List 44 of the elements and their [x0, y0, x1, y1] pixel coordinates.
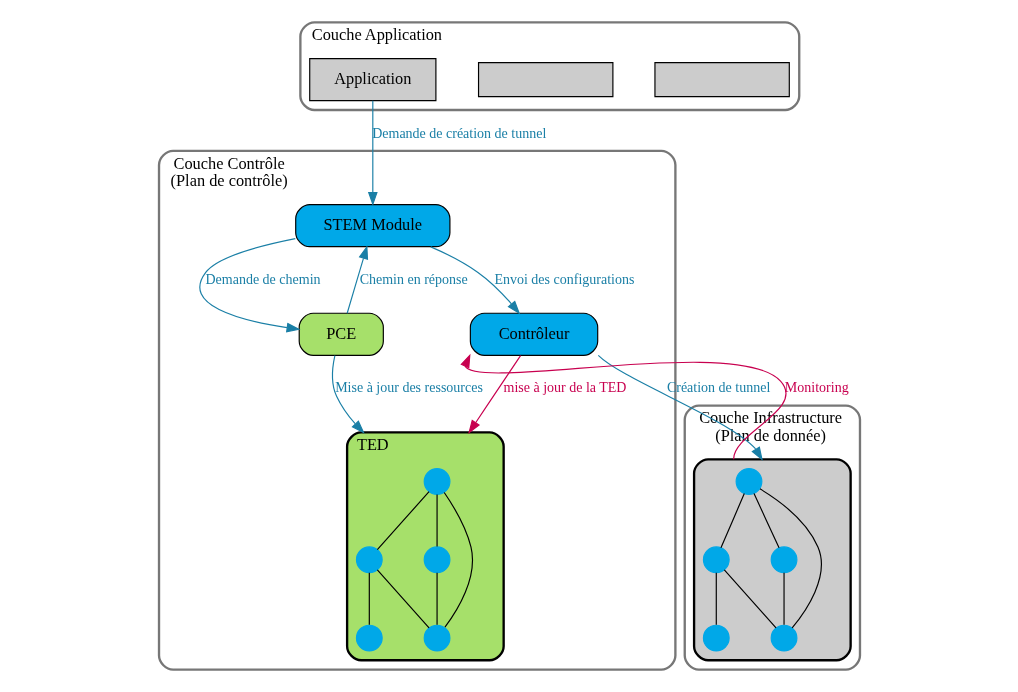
node-box: STEM Module: [294, 204, 450, 248]
node-circle: [770, 546, 797, 574]
edge-label: Mise à jour des ressources: [334, 380, 483, 396]
arrow: [367, 100, 378, 206]
connector: [376, 569, 430, 629]
node-circle: [423, 546, 450, 574]
connector: [715, 572, 717, 626]
node-circle: [355, 546, 383, 574]
node-box: Application: [308, 58, 436, 102]
node-circle: [355, 624, 383, 652]
node-circle: [735, 468, 762, 495]
cluster: TED: [345, 431, 505, 662]
arrow: [459, 353, 787, 460]
connector: [782, 572, 785, 626]
node-circle: [702, 624, 730, 652]
arrow: [597, 354, 763, 461]
node-circle: [423, 624, 450, 652]
node-circle: [702, 546, 730, 574]
arrow: [429, 246, 520, 315]
node-box: PCE: [298, 312, 384, 356]
connector: [719, 492, 745, 549]
node-box: [653, 62, 790, 98]
arrow: [331, 354, 365, 434]
edge-label: Envoi des configurations: [493, 271, 634, 287]
connector: [436, 572, 438, 626]
cluster: [692, 458, 852, 662]
edge-label: Monitoring: [784, 380, 849, 396]
node-circle: [770, 624, 797, 652]
connector: [368, 572, 370, 626]
arrow: [346, 245, 368, 314]
connector: [376, 491, 430, 551]
edge-label: Chemin en réponse: [359, 271, 468, 287]
node-circle: [423, 468, 450, 495]
arrow: [467, 355, 521, 434]
edge-label: mise à jour de la TED: [502, 380, 626, 396]
edge-label: Demande de chemin: [204, 271, 321, 287]
node-box: [477, 62, 613, 98]
connector: [723, 569, 777, 629]
node-box: Contrôleur: [469, 312, 598, 356]
connector: [443, 491, 473, 628]
arrow: [198, 238, 301, 333]
connector: [758, 488, 822, 629]
connector: [752, 492, 780, 549]
connector: [436, 493, 438, 548]
